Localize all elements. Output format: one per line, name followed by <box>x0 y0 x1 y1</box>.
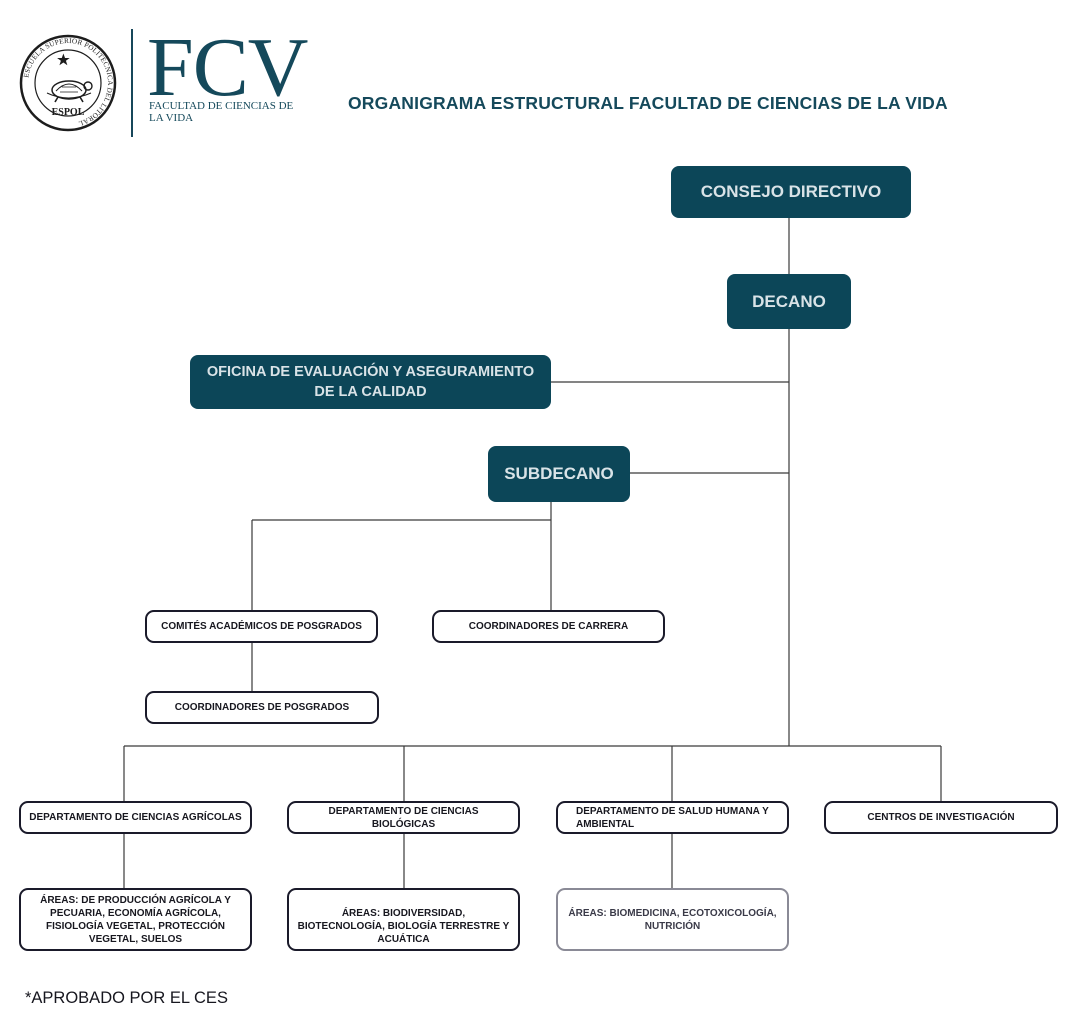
seal-espol-text: ESPOL <box>52 107 85 118</box>
areas-salud-label: ÁREAS: BIOMEDICINA, ECOTOXICOLOGÍA, NUTR… <box>568 908 777 932</box>
box-coord-posgrados-label: COORDINADORES DE POSGRADOS <box>174 702 350 713</box>
dept-biologicas-label: DEPARTAMENTO DE CIENCIAS BIOLÓGICAS <box>328 805 479 830</box>
box-coordinadores-carrera: COORDINADORES DE CARRERA <box>432 610 665 643</box>
dept-agricolas-label: DEPARTAMENTO DE CIENCIAS AGRÍCOLAS <box>29 812 242 823</box>
box-areas-biologicas: ÁREAS: BIODIVERSIDAD, BIOTECNOLOGÍA, BIO… <box>287 888 520 951</box>
box-coordinadores-posgrados: COORDINADORES DE POSGRADOS <box>145 691 379 724</box>
box-dept-biologicas: DEPARTAMENTO DE CIENCIAS BIOLÓGICAS <box>287 801 520 834</box>
box-decano-label: DECANO <box>752 291 826 311</box>
box-coord-carrera-label: COORDINADORES DE CARRERA <box>468 621 629 632</box>
box-comites-label: COMITÉS ACADÉMICOS DE POSGRADOS <box>161 621 362 632</box>
centros-label: CENTROS DE INVESTIGACIÓN <box>867 812 1015 823</box>
footnote: *APROBADO POR EL CES <box>25 989 228 1007</box>
box-oficina-label: OFICINA DE EVALUACIÓN Y ASEGURAMIENTO DE… <box>206 364 535 400</box>
box-areas-salud: ÁREAS: BIOMEDICINA, ECOTOXICOLOGÍA, NUTR… <box>556 888 789 951</box>
page-title: ORGANIGRAMA ESTRUCTURAL FACULTAD DE CIEN… <box>348 93 948 113</box>
box-consejo-directivo: CONSEJO DIRECTIVO <box>671 166 911 218</box>
box-centros-investigacion: CENTROS DE INVESTIGACIÓN <box>824 801 1058 834</box>
box-areas-agricolas: ÁREAS: DE PRODUCCIÓN AGRÍCOLA Y PECUARIA… <box>19 888 252 951</box>
header-divider <box>131 29 133 137</box>
box-decano: DECANO <box>727 274 851 329</box>
brand-logo-text: FCV <box>147 21 308 114</box>
box-comites-posgrados: COMITÉS ACADÉMICOS DE POSGRADOS <box>145 610 378 643</box>
box-dept-salud: DEPARTAMENTO DE SALUD HUMANA Y AMBIENTAL <box>556 801 789 834</box>
espol-seal-logo: ESCUELA SUPERIOR POLITÉCNICA DEL LITORAL… <box>18 33 118 133</box>
areas-biologicas-label: ÁREAS: BIODIVERSIDAD, BIOTECNOLOGÍA, BIO… <box>297 908 510 945</box>
dept-salud-label: DEPARTAMENTO DE SALUD HUMANA Y AMBIENTAL <box>576 805 769 830</box>
box-consejo-label: CONSEJO DIRECTIVO <box>700 182 882 201</box>
brand-subtitle: FACULTAD DE CIENCIAS DE LA VIDA <box>149 100 294 124</box>
box-subdecano: SUBDECANO <box>488 446 630 502</box>
box-oficina-evaluacion: OFICINA DE EVALUACIÓN Y ASEGURAMIENTO DE… <box>190 355 551 409</box>
box-subdecano-label: SUBDECANO <box>504 464 614 483</box>
areas-agricolas-label: ÁREAS: DE PRODUCCIÓN AGRÍCOLA Y PECUARIA… <box>40 894 231 945</box>
box-dept-agricolas: DEPARTAMENTO DE CIENCIAS AGRÍCOLAS <box>19 801 252 834</box>
